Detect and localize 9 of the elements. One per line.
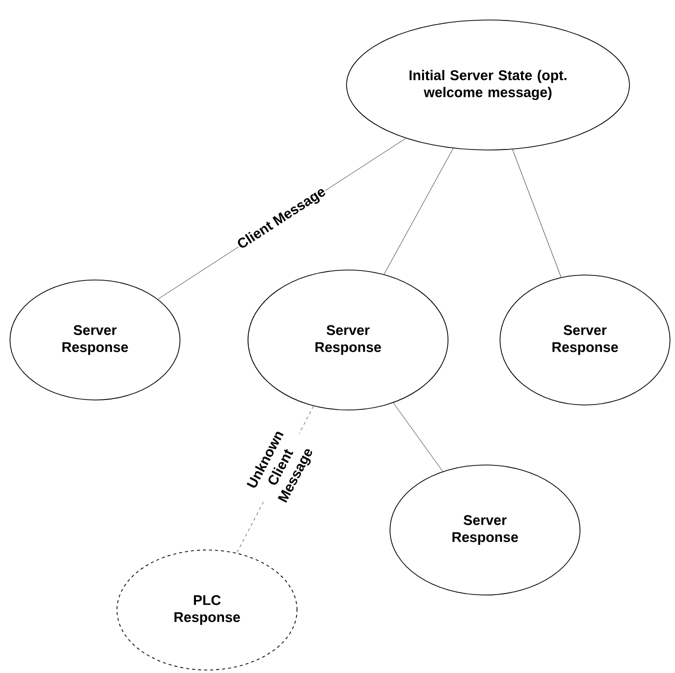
ellipse-node: Initial Server State (opt. welcome message) <box>346 20 630 150</box>
connector-line <box>512 149 562 278</box>
ellipse-node: Server Response <box>10 280 180 400</box>
ellipse-node: Server Response <box>500 274 670 406</box>
ellipse-node: Server Response <box>390 464 580 596</box>
ellipse-node: Server Response <box>248 270 448 410</box>
ellipse-node: PLC Response <box>116 550 298 670</box>
connector-line <box>393 402 443 472</box>
connector-line <box>384 148 454 274</box>
